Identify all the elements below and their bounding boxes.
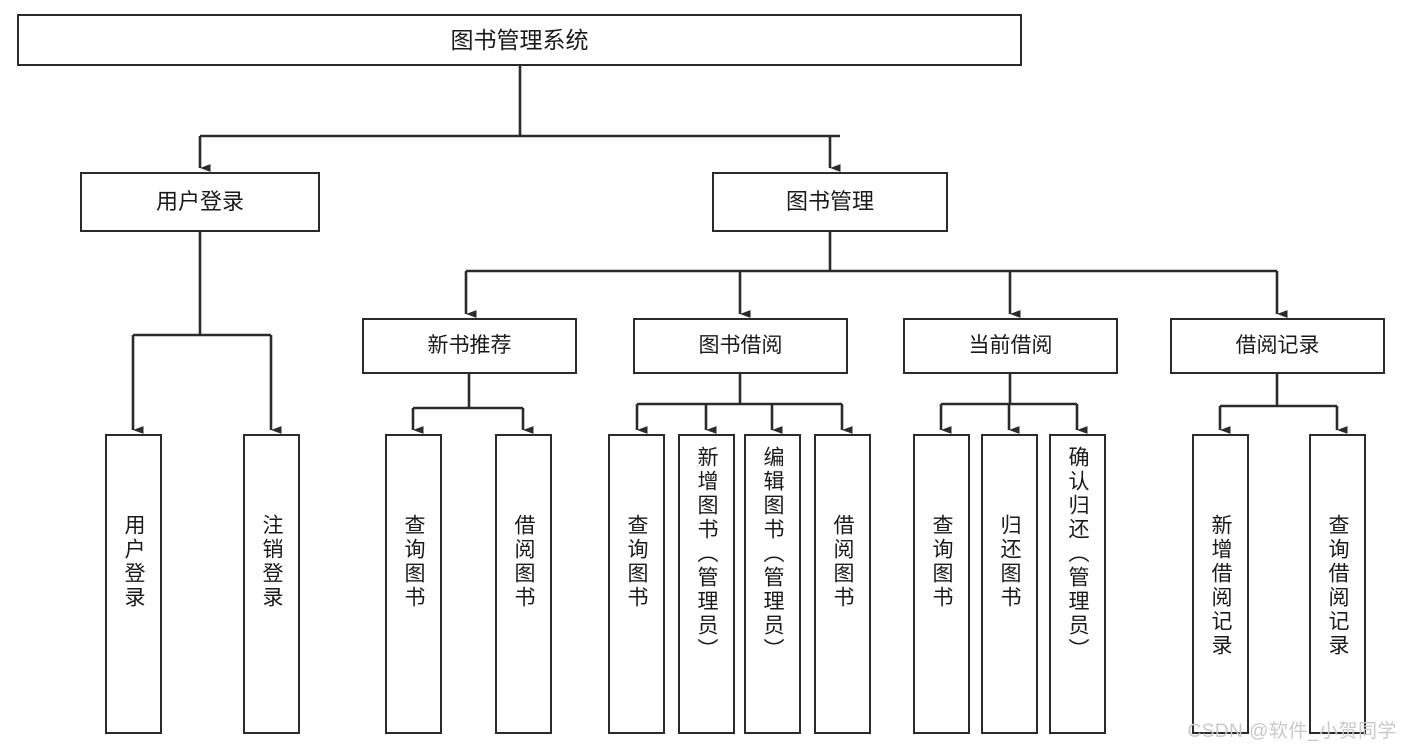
leaf-current-borrow-return[interactable]: 归还图书 xyxy=(981,434,1038,734)
leaf-book-borrow-add[interactable]: 新增图书（管理员） xyxy=(678,434,735,734)
node-book-borrow[interactable]: 图书借阅 xyxy=(633,318,848,374)
node-book-borrow-label: 图书借阅 xyxy=(698,333,783,357)
leaf-label: 新增借阅记录 xyxy=(1209,514,1232,658)
node-borrow-record-label: 借阅记录 xyxy=(1235,333,1320,357)
leaf-label: 借阅图书 xyxy=(831,514,854,610)
leaf-new-book-query[interactable]: 查询图书 xyxy=(385,434,442,734)
node-root[interactable]: 图书管理系统 xyxy=(17,14,1022,66)
leaf-current-borrow-query[interactable]: 查询图书 xyxy=(913,434,970,734)
node-current-borrow[interactable]: 当前借阅 xyxy=(903,318,1118,374)
leaf-current-borrow-confirm-return[interactable]: 确认归还（管理员） xyxy=(1049,434,1106,734)
leaf-label: 查询图书 xyxy=(402,514,425,610)
leaf-label: 借阅图书 xyxy=(512,514,535,610)
node-new-book-recommend[interactable]: 新书推荐 xyxy=(362,318,577,374)
leaf-label: 确认归还（管理员） xyxy=(1066,446,1089,662)
node-user-login-label: 用户登录 xyxy=(155,189,244,215)
node-borrow-record[interactable]: 借阅记录 xyxy=(1170,318,1385,374)
leaf-book-borrow-borrow[interactable]: 借阅图书 xyxy=(814,434,871,734)
leaf-label: 编辑图书（管理员） xyxy=(761,446,784,662)
leaf-book-borrow-edit[interactable]: 编辑图书（管理员） xyxy=(744,434,801,734)
leaf-label: 查询借阅记录 xyxy=(1326,514,1349,658)
leaf-borrow-record-add[interactable]: 新增借阅记录 xyxy=(1192,434,1249,734)
node-user-login[interactable]: 用户登录 xyxy=(80,172,320,232)
leaf-label: 用户登录 xyxy=(122,514,145,610)
leaf-book-borrow-query[interactable]: 查询图书 xyxy=(608,434,665,734)
node-root-label: 图书管理系统 xyxy=(450,26,589,53)
leaf-label: 查询图书 xyxy=(930,514,953,610)
leaf-label: 新增图书（管理员） xyxy=(695,446,718,662)
leaf-new-book-borrow[interactable]: 借阅图书 xyxy=(495,434,552,734)
watermark: CSDN @软件_小贺同学 xyxy=(1187,721,1397,742)
node-current-borrow-label: 当前借阅 xyxy=(968,333,1053,357)
node-book-management[interactable]: 图书管理 xyxy=(712,172,948,232)
leaf-label: 查询图书 xyxy=(625,514,648,610)
leaf-label: 归还图书 xyxy=(998,514,1021,610)
leaf-user-login-login[interactable]: 用户登录 xyxy=(105,434,162,734)
node-new-book-recommend-label: 新书推荐 xyxy=(427,333,512,357)
leaf-borrow-record-query[interactable]: 查询借阅记录 xyxy=(1309,434,1366,734)
leaf-user-login-logout[interactable]: 注销登录 xyxy=(243,434,300,734)
node-book-management-label: 图书管理 xyxy=(785,189,874,215)
leaf-label: 注销登录 xyxy=(260,514,283,610)
